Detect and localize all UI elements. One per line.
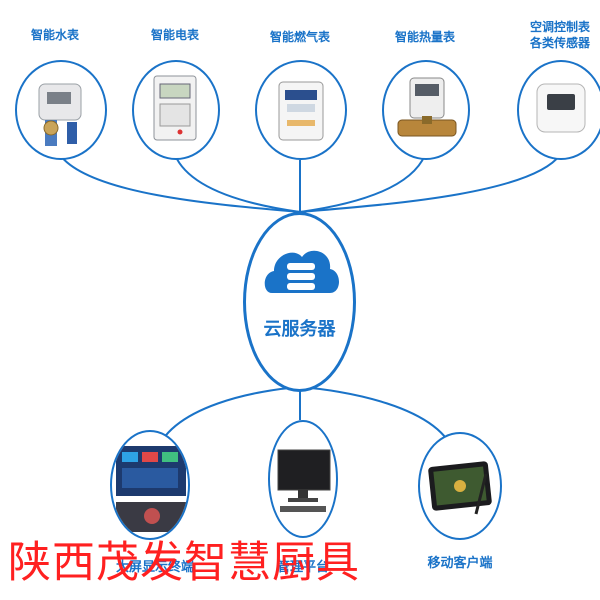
line-water: [59, 154, 301, 213]
cloud-server-icon: [264, 250, 339, 293]
label-management-platform: 管理平台: [276, 560, 329, 575]
computer-icon: [277, 449, 331, 512]
label-electric-meter: 智能电表: [150, 28, 199, 42]
gas-meter-node: [255, 60, 347, 160]
line-electric: [174, 154, 301, 213]
label-display-screen: 大屏显示终端: [115, 560, 194, 575]
display-screen-icon: [116, 446, 186, 532]
label-water-meter: 智能水表: [30, 28, 79, 42]
label-heat-meter: 智能热量表: [394, 30, 455, 44]
thermostat-sensor-icon: [536, 83, 586, 133]
water-meter-node: [15, 60, 107, 160]
label-ac-control: 空调控制表: [529, 20, 590, 34]
gas-meter-icon: [278, 81, 324, 141]
water-meter-icon: [38, 83, 82, 146]
label-sensors: 各类传感器: [529, 36, 590, 50]
line-heat: [299, 154, 426, 213]
watermark-text: 陕西茂发智慧厨具: [8, 538, 360, 588]
computer-node: [268, 420, 338, 538]
sensor-node: [517, 60, 600, 160]
label-mobile-client: 移动客户端: [427, 556, 493, 571]
label-gas-meter: 智能燃气表: [269, 30, 330, 44]
electric-meter-node: [132, 60, 220, 160]
cloud-server-node: 云服务器: [243, 212, 356, 392]
heat-meter-icon: [397, 77, 457, 137]
electric-meter-icon: [153, 75, 197, 141]
heat-meter-node: [382, 60, 470, 160]
cloud-server-label: 云服务器: [263, 319, 336, 340]
display-screen-node: [110, 430, 190, 540]
tablet-icon: [428, 461, 492, 515]
line-sensor: [299, 154, 561, 213]
mobile-node: [418, 432, 502, 540]
